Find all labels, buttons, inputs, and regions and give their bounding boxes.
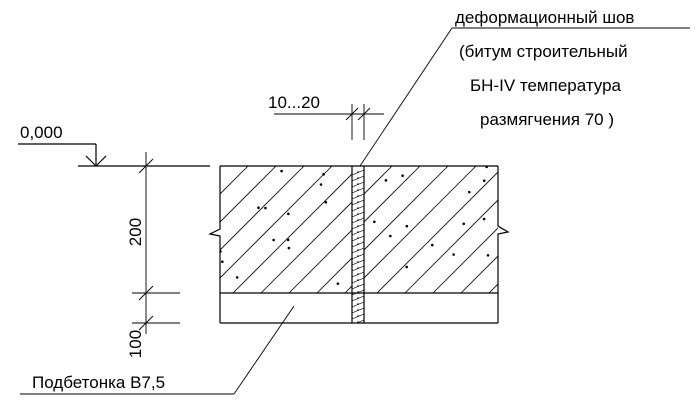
joint-fill-dot <box>357 315 359 317</box>
joint-label-line2: (битум строительный <box>459 42 628 61</box>
aggregate-dot <box>324 200 328 204</box>
hatch-line <box>376 171 498 293</box>
joint-fill-dot <box>357 219 359 221</box>
joint-fill-dot <box>357 237 359 239</box>
joint-fill-dot <box>357 171 359 173</box>
joint-fill-dot <box>357 201 359 203</box>
aggregate-dot <box>384 179 388 182</box>
hatch-line <box>220 166 249 195</box>
aggregate-dot <box>389 234 392 238</box>
gap-dimension-label: 10...20 <box>268 93 320 112</box>
hatch-line <box>220 166 305 251</box>
aggregate-dot <box>286 238 290 242</box>
aggregate-dot <box>405 224 409 228</box>
level-mark <box>18 143 210 167</box>
joint-fill-dot <box>357 213 359 215</box>
joint-fill-dot <box>357 225 359 227</box>
joint-fill-dot <box>357 309 359 311</box>
level-label: 0,000 <box>20 123 63 142</box>
hatch-line <box>232 173 352 293</box>
aggregate-dot <box>221 260 224 264</box>
aggregate-dot <box>280 169 283 173</box>
slab-hatch-right <box>364 166 498 293</box>
hatch-line <box>488 283 498 293</box>
hatch-line <box>260 201 352 293</box>
joint-fill-dot <box>357 267 359 269</box>
aggregate-dot <box>405 265 408 269</box>
joint-fill-dot <box>357 177 359 179</box>
hatch-line <box>220 166 277 223</box>
underlay-label: Подбетонка В7,5 <box>32 373 165 392</box>
joint-fill-dot <box>357 183 359 185</box>
aggregate-dot <box>467 190 471 194</box>
joint-label-line3: БН-IV температура <box>470 76 622 95</box>
aggregate-dot <box>462 222 466 226</box>
joint-fill-dot <box>357 249 359 251</box>
hatch-line <box>460 255 498 293</box>
hatch-line <box>364 166 477 279</box>
aggregate-dot <box>482 179 486 182</box>
hatch-line <box>404 199 498 293</box>
aggregate-dot <box>235 276 239 279</box>
aggregate-dot <box>264 206 267 210</box>
aggregate-dot <box>322 173 325 176</box>
joint-fill-dot <box>357 207 359 209</box>
underlay-leader <box>20 305 295 395</box>
hatch-line <box>364 166 421 223</box>
vertical-dimension <box>132 152 180 334</box>
joint-fill-dot <box>357 231 359 233</box>
slab-hatch-left <box>220 166 352 293</box>
joint-fill-dot <box>357 297 359 299</box>
joint-fill-dot <box>357 195 359 197</box>
aggregate-dot <box>430 243 434 247</box>
joint-fill-dot <box>357 273 359 275</box>
joint-label-line1: деформационный шов <box>455 8 634 27</box>
aggregate-dot <box>257 206 260 210</box>
joint-fill-dot <box>357 255 359 257</box>
aggregate-dot <box>452 253 455 256</box>
joint-label-line4: размягчения 70 ) <box>480 110 614 129</box>
hatch-line <box>316 257 352 293</box>
hatch-line <box>364 166 449 251</box>
hatch-line <box>364 166 365 167</box>
slab-outline <box>208 165 510 324</box>
aggregate-dot <box>486 253 490 257</box>
joint-fill-dot <box>357 189 359 191</box>
aggregate-dot <box>287 246 291 250</box>
aggregate-dot <box>401 174 404 178</box>
aggregate-dot <box>482 217 486 221</box>
aggregate-dot <box>319 183 323 186</box>
joint-fill-dot <box>357 303 359 305</box>
hatch-line <box>220 166 333 279</box>
aggregate-dot <box>287 212 290 216</box>
gap-dimension <box>274 104 384 140</box>
joint-fill-dot <box>357 243 359 245</box>
joint-fill-dot <box>357 285 359 287</box>
joint-leader <box>359 27 690 167</box>
hatch-line <box>288 229 352 293</box>
aggregate-dot <box>373 220 376 224</box>
hatch-line <box>220 166 221 167</box>
aggregate-dot <box>336 282 340 285</box>
dimension-100-label: 100 <box>126 330 145 358</box>
aggregate-dot <box>272 238 275 242</box>
dimension-200-label: 200 <box>126 218 145 246</box>
joint-fill-dot <box>357 261 359 263</box>
joint-fill <box>352 166 364 323</box>
hatch-line <box>364 166 393 195</box>
hatch-line <box>432 227 498 293</box>
joint-fill-dot <box>357 279 359 281</box>
